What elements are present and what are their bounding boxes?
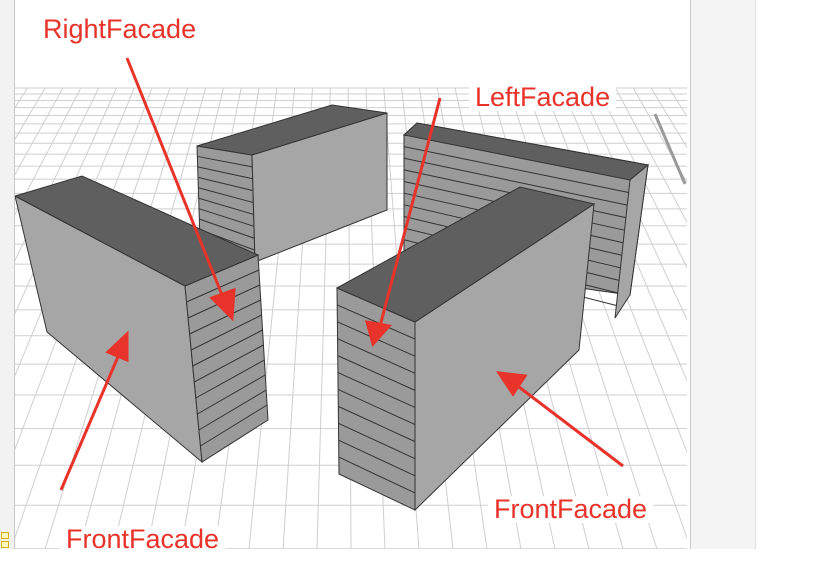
building-front-right-floor-lines xyxy=(336,304,416,494)
arrow-right-facade-head xyxy=(209,287,236,322)
label-right-facade: RightFacade xyxy=(37,16,203,43)
building-back-left[interactable] xyxy=(196,104,388,263)
arrow-left-facade xyxy=(377,97,442,331)
building-back-left-roof xyxy=(196,104,388,156)
label-front-facade-right: FrontFacade xyxy=(488,496,654,523)
arrow-front-facade-left-head xyxy=(105,330,129,363)
arrow-left-facade-head xyxy=(364,320,392,348)
annotation-arrows xyxy=(59,57,624,491)
label-left-facade: LeftFacade xyxy=(469,84,617,111)
3d-viewport[interactable]: RightFacade LeftFacade FrontFacade Front… xyxy=(15,0,687,553)
building-front-right-side xyxy=(336,287,416,511)
building-back-left-floor-lines xyxy=(197,155,255,251)
building-front-right-roof xyxy=(335,186,596,323)
arrow-front-facade-left xyxy=(59,351,122,491)
building-back-right-end xyxy=(614,163,649,319)
panel-tab-markers[interactable] xyxy=(1,532,9,548)
arrow-front-facade-right-head xyxy=(495,371,528,397)
building-front-left-roof xyxy=(15,175,260,287)
building-front-left-floor-lines xyxy=(186,269,268,447)
building-front-right[interactable] xyxy=(335,186,596,512)
right-side-panel xyxy=(690,0,756,549)
arrow-right-facade xyxy=(125,57,226,301)
label-front-facade-left: FrontFacade xyxy=(60,526,226,553)
arrow-front-facade-right xyxy=(514,382,624,468)
left-panel-edge xyxy=(0,0,15,549)
3d-scene[interactable] xyxy=(15,0,687,549)
building-front-left[interactable] xyxy=(15,175,269,464)
